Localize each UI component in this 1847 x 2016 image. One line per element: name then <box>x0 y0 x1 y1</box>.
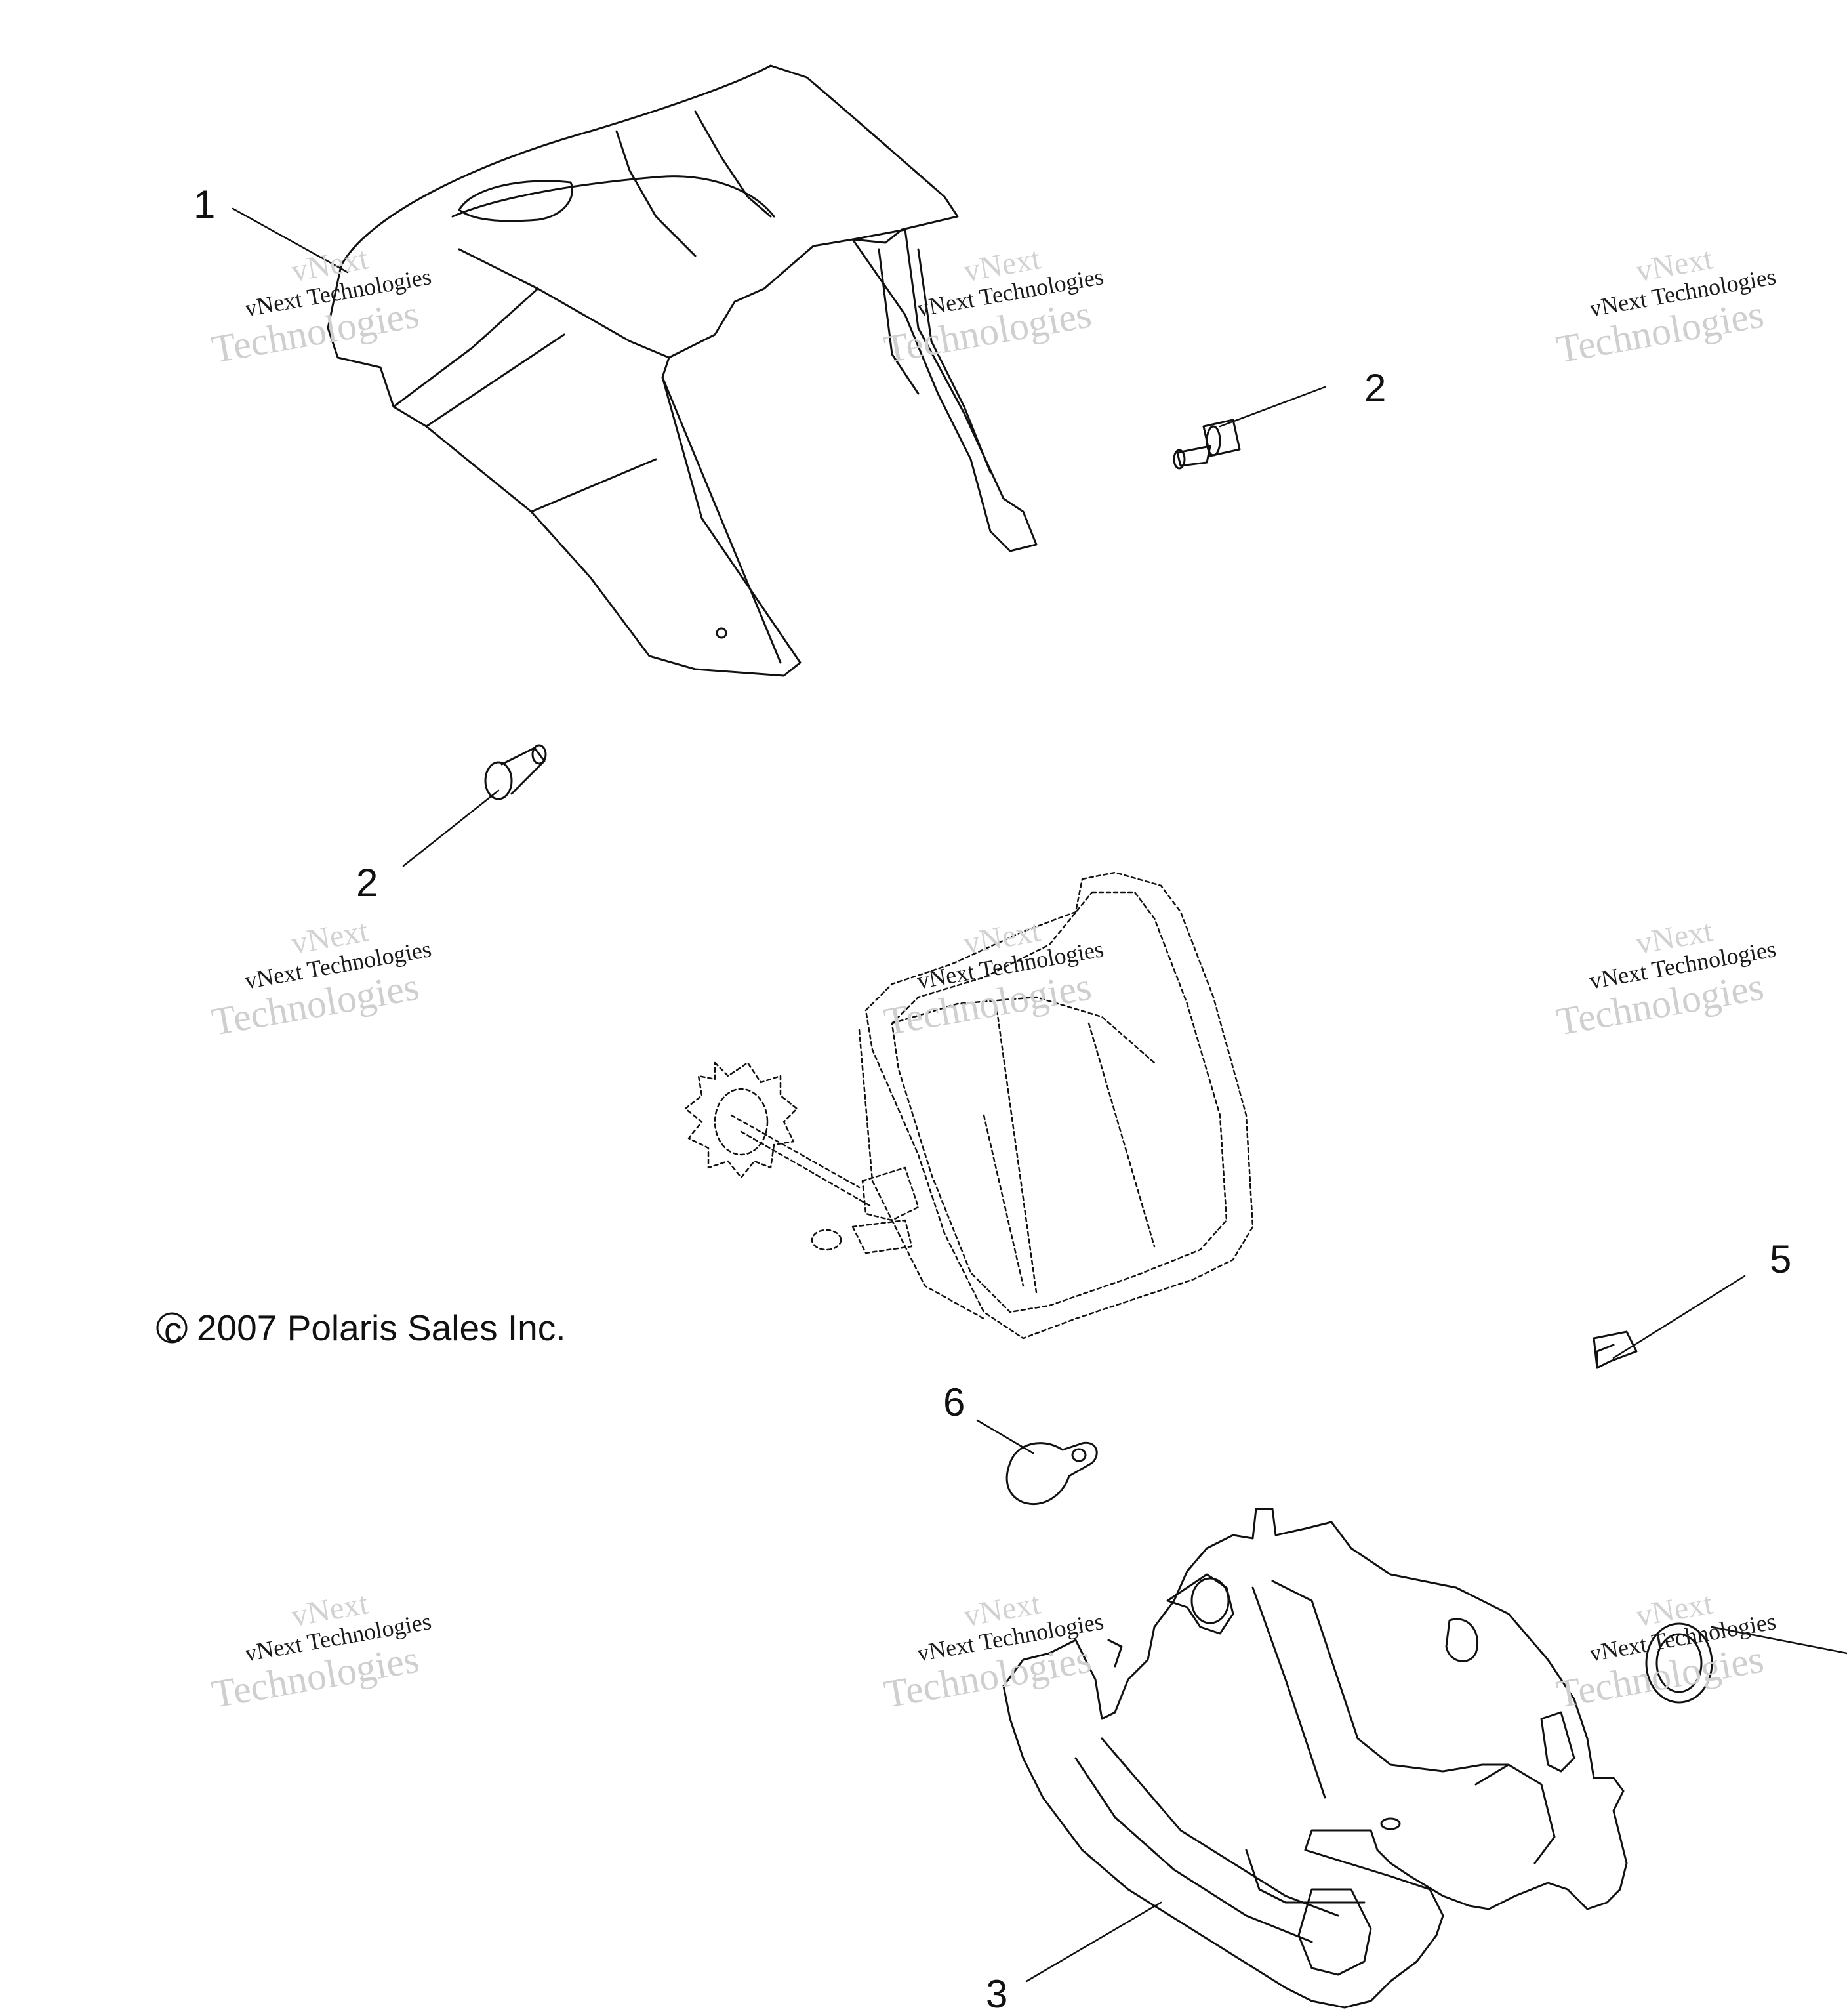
copyright-c: c <box>164 1309 182 1350</box>
screw-part-left <box>484 744 547 800</box>
leader-line-1 <box>232 207 349 274</box>
copyright-symbol-icon <box>156 1312 188 1344</box>
washer-part <box>1645 1622 1713 1704</box>
leader-line-3 <box>1025 1901 1162 1983</box>
leader-lines <box>232 207 1847 1983</box>
callout-1: 1 <box>193 182 216 226</box>
lower-pod-housing-part <box>1002 1508 1628 2009</box>
grommet-part <box>1005 1441 1098 1506</box>
callout-3: 3 <box>986 1972 1008 2016</box>
upper-pod-cover-part <box>327 64 1038 677</box>
screw-part-upper <box>1173 419 1241 470</box>
leader-line-5 <box>1612 1275 1746 1359</box>
callout-2-upper: 2 <box>1364 366 1387 410</box>
leader-line-2b <box>402 789 500 867</box>
headlight-assembly-phantom <box>684 871 1254 1340</box>
leader-line-washer <box>1711 1626 1847 1655</box>
leader-line-6 <box>976 1419 1034 1454</box>
leader-line-2a <box>1219 386 1326 428</box>
callout-5: 5 <box>1770 1237 1792 1281</box>
callout-2-left: 2 <box>356 861 378 905</box>
clip-part <box>1593 1330 1638 1369</box>
callout-6: 6 <box>943 1380 965 1424</box>
copyright-text: 2007 Polaris Sales Inc. <box>197 1307 566 1348</box>
